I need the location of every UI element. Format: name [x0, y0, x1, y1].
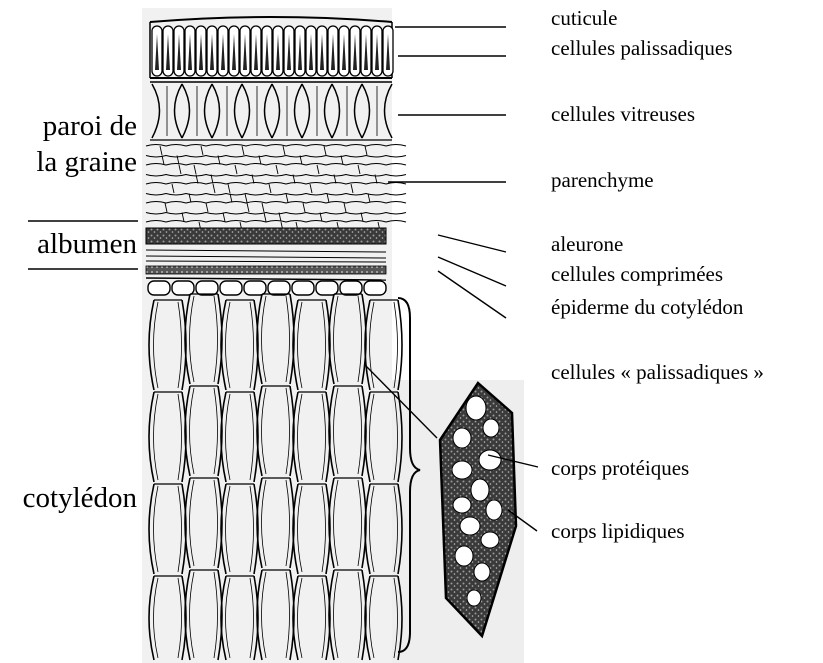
label-compressed-cells: cellules comprimées: [551, 264, 723, 285]
label-lipid-bodies: corps lipidiques: [551, 521, 685, 542]
label-parenchyma: parenchyme: [551, 170, 654, 191]
label-aleurone: aleurone: [551, 234, 623, 255]
label-palisade-cells: cellules palissadiques: [551, 38, 732, 59]
label-seed-coat-line2: la graine: [36, 148, 137, 177]
label-cuticle: cuticule: [551, 8, 617, 29]
label-cotyledon-palisade: cellules « palissadiques »: [551, 362, 764, 383]
label-protein-bodies: corps protéiques: [551, 458, 689, 479]
label-cotyledon: cotylédon: [23, 484, 137, 513]
label-albumen: albumen: [37, 230, 137, 259]
label-seed-coat-line1: paroi de: [43, 112, 137, 141]
label-cotyledon-epidermis: épiderme du cotylédon: [551, 297, 743, 318]
label-glassy-cells: cellules vitreuses: [551, 104, 695, 125]
